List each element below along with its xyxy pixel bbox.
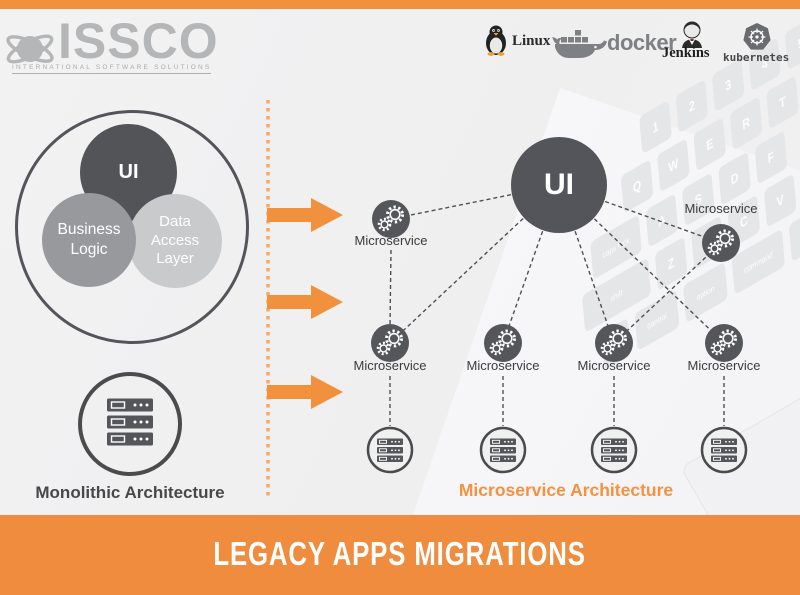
title-banner: LEGACY APPS MIGRATIONS <box>0 515 800 595</box>
server-icon <box>700 426 748 474</box>
gear-icon <box>372 200 410 238</box>
gear-icon <box>484 324 522 362</box>
microservice-ui-circle: UI <box>511 137 607 233</box>
top-accent-strip <box>0 0 800 9</box>
kubernetes-label: kubernetes <box>723 51 790 64</box>
gear-icon <box>371 324 409 362</box>
orbit-globe-icon <box>6 34 54 64</box>
monolithic-architecture-caption: Monolithic Architecture <box>35 483 225 502</box>
linux-label: Linux <box>512 33 551 49</box>
microservice-node-label: Microservice <box>353 358 427 373</box>
data-access-line3: Layer <box>156 250 194 268</box>
company-tagline: INTERNATIONAL SOFTWARE SOLUTIONS <box>12 64 212 74</box>
linux-penguin-icon <box>486 25 506 56</box>
page-title: LEGACY APPS MIGRATIONS <box>213 536 587 573</box>
server-icon <box>590 426 638 474</box>
microservice-node-label: Microservice <box>687 358 761 373</box>
docker-whale-icon <box>552 30 607 58</box>
monolith-outer-circle <box>15 110 249 344</box>
kubernetes-helm-icon <box>743 23 771 50</box>
microservice-node-label: Microservice <box>577 358 651 373</box>
microservice-ui-label: UI <box>544 168 574 201</box>
docker-label: docker <box>607 30 677 55</box>
arrow-right-icon <box>267 375 343 409</box>
business-logic-circle: Business Logic <box>42 193 136 287</box>
server-icon <box>366 426 414 474</box>
migration-arrows <box>267 198 343 409</box>
business-logic-line2: Logic <box>70 241 108 258</box>
company-logo-text: ISSCO <box>58 13 219 69</box>
jenkins-butler-icon <box>682 21 702 48</box>
gear-icon <box>705 324 743 362</box>
microservice-node-label: Microservice <box>354 233 428 248</box>
data-access-line2: Access <box>150 231 200 249</box>
data-access-layer-label: Data Access Layer <box>151 213 199 269</box>
microservice-node-label: Microservice <box>684 201 758 216</box>
business-logic-line1: Business <box>57 220 121 238</box>
server-icon <box>479 426 527 474</box>
gear-icon <box>702 224 740 262</box>
microservice-architecture-caption: Microservice Architecture <box>458 480 674 500</box>
monolith-server-icon <box>78 372 182 476</box>
data-access-layer-circle: Data Access Layer <box>128 194 222 288</box>
microservice-node-label: Microservice <box>466 358 540 373</box>
dashed-connections <box>389 184 725 426</box>
gear-icon <box>595 324 633 362</box>
data-access-line1: Data <box>159 212 191 230</box>
arrow-right-icon <box>267 198 343 232</box>
monolith-ui-label: UI <box>118 161 139 183</box>
jenkins-label: Jenkins <box>662 45 710 61</box>
business-logic-label: Business Logic <box>58 220 121 260</box>
arrow-right-icon <box>267 285 343 319</box>
